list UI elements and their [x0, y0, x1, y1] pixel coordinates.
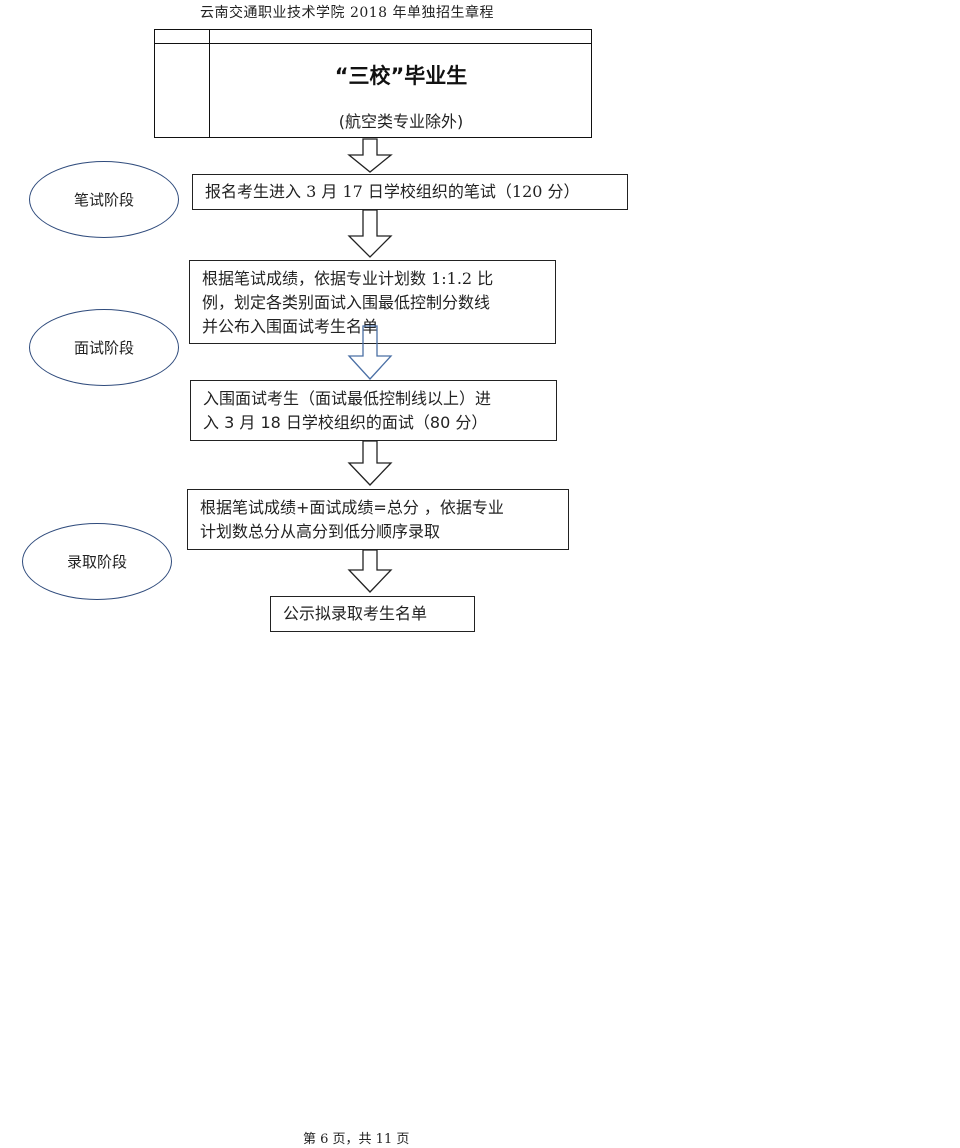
down-arrow-icon — [347, 209, 393, 258]
step-text: 根据笔试成绩，依据专业计划数 1:1.2 比 — [202, 269, 494, 288]
step-interview-cutoff: 根据笔试成绩，依据专业计划数 1:1.2 比 例，划定各类别面试入围最低控制分数… — [189, 260, 556, 344]
down-arrow-icon — [347, 549, 393, 593]
top-table-title: “三校”毕业生 — [334, 64, 468, 88]
stage-admission: 录取阶段 — [22, 523, 172, 600]
table-header-divider — [155, 43, 591, 44]
stage-label: 笔试阶段 — [73, 191, 134, 209]
step-total-score: 根据笔试成绩+面试成绩=总分 ，依据专业 计划数总分从高分到低分顺序录取 — [187, 489, 569, 550]
down-arrow-icon — [347, 138, 393, 175]
table-column-divider — [209, 30, 210, 137]
stage-label: 录取阶段 — [66, 553, 127, 571]
page-number: 第 6 页，共 11 页 — [303, 1132, 410, 1147]
stage-written-exam: 笔试阶段 — [29, 161, 179, 238]
down-arrow-icon — [347, 325, 393, 380]
step-text: 根据笔试成绩+面试成绩=总分 ，依据专业 — [200, 498, 504, 517]
step-text: 入围面试考生（面试最低控制线以上）进 — [203, 389, 492, 408]
step-text: 计划数总分从高分到低分顺序录取 — [200, 522, 441, 541]
step-text: 并公布入围面试考生名单 — [202, 317, 379, 336]
step-interview: 入围面试考生（面试最低控制线以上）进 入 3 月 18 日学校组织的面试（80 … — [190, 380, 557, 441]
step-text: 例，划定各类别面试入围最低控制分数线 — [202, 293, 491, 312]
step-text: 入 3 月 18 日学校组织的面试（80 分） — [203, 413, 488, 432]
step-text: 公示拟录取考生名单 — [283, 604, 428, 623]
down-arrow-icon — [347, 440, 393, 486]
step-publish-list: 公示拟录取考生名单 — [270, 596, 475, 632]
top-table: “三校”毕业生 (航空类专业除外) — [154, 29, 592, 138]
stage-interview: 面试阶段 — [29, 309, 179, 386]
step-text: 报名考生进入 3 月 17 日学校组织的笔试（120 分） — [205, 182, 580, 201]
top-table-subtitle: (航空类专业除外) — [338, 112, 464, 131]
step-written-exam: 报名考生进入 3 月 17 日学校组织的笔试（120 分） — [192, 174, 628, 210]
document-header: 云南交通职业技术学院 2018 年单独招生章程 — [200, 5, 495, 21]
stage-label: 面试阶段 — [73, 339, 134, 357]
